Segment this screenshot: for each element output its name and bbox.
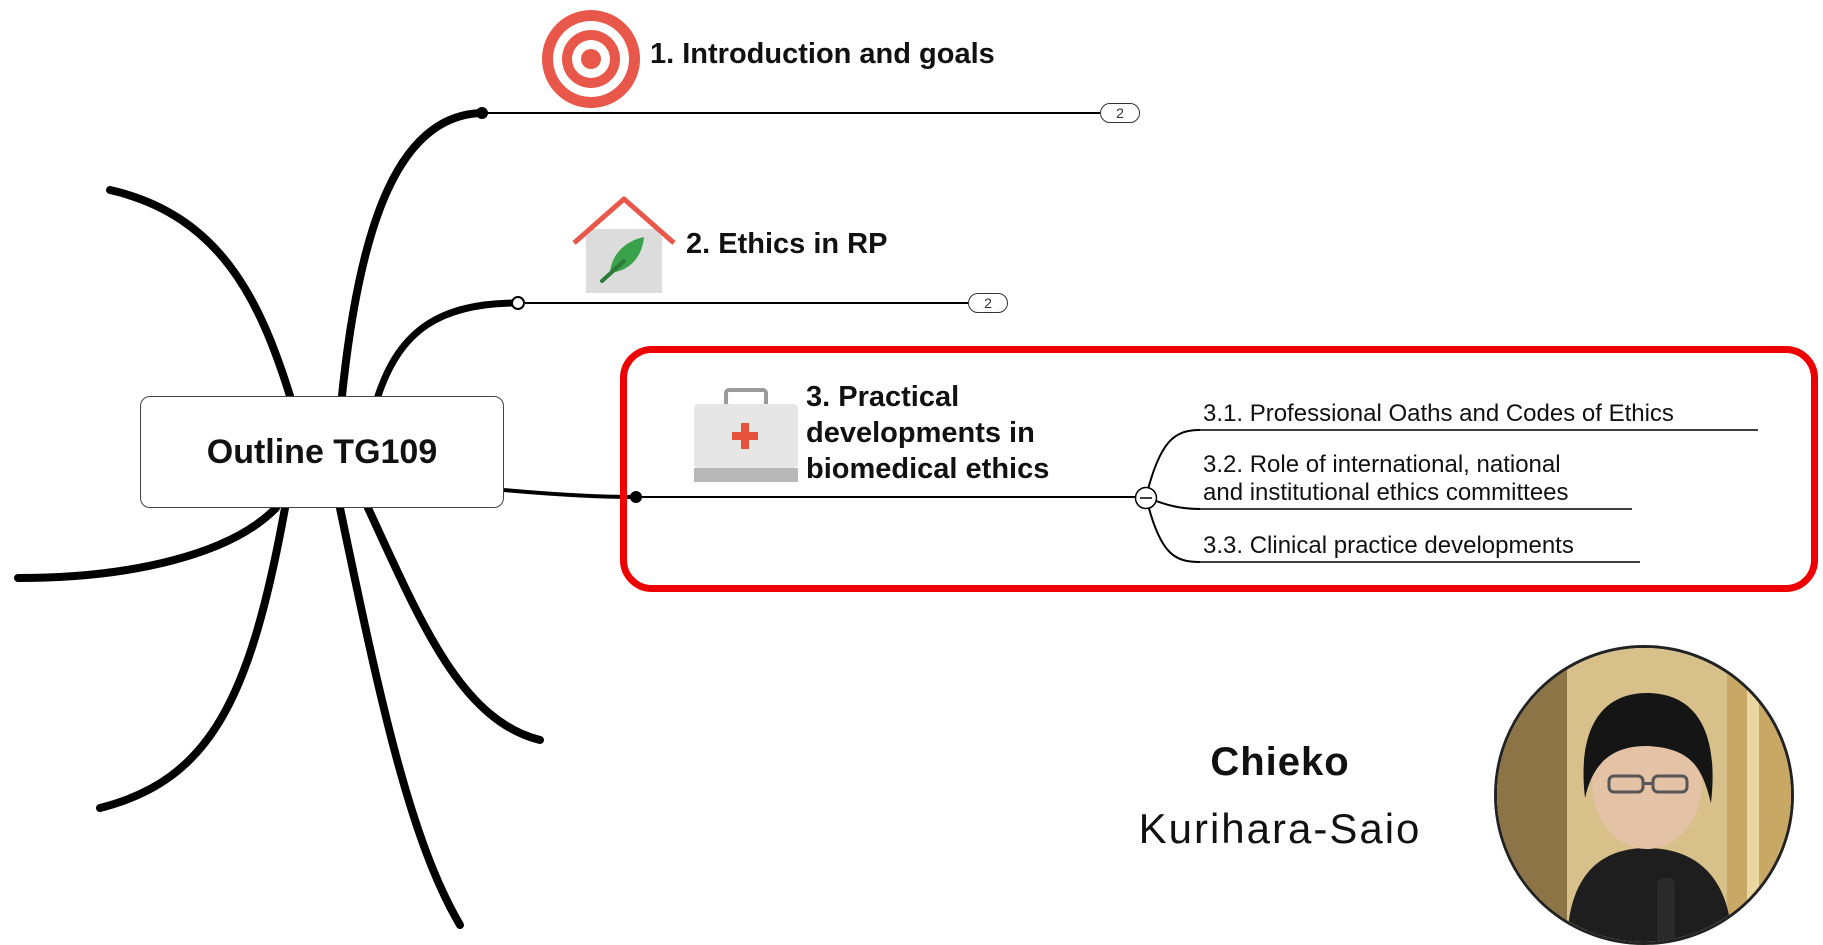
subtopic-3-1[interactable]: 3.1. Professional Oaths and Codes of Eth…: [1203, 400, 1674, 428]
left-branch-lower: [96, 504, 289, 812]
speaker-first-name: Chieko: [1210, 740, 1350, 784]
topic-3-joint: [630, 491, 642, 503]
branch-topic-1: [338, 109, 486, 400]
branch-topic-2: [374, 299, 522, 400]
sub-connector-3: [1145, 496, 1201, 563]
subtopic-3-3[interactable]: 3.3. Clinical practice developments: [1203, 532, 1574, 560]
topic-2-title[interactable]: 2. Ethics in RP: [686, 228, 888, 260]
subtopic-line: 3.3. Clinical practice developments: [1203, 532, 1574, 559]
target-icon: [542, 10, 640, 108]
topic-1-title[interactable]: 1. Introduction and goals: [650, 38, 995, 70]
right-branch-lower-1: [364, 504, 544, 744]
subtopic-line: 3.1. Professional Oaths and Codes of Eth…: [1203, 400, 1674, 427]
subtopic-line: 3.2. Role of international, national: [1203, 451, 1561, 478]
subtopic-line: and institutional ethics committees: [1203, 479, 1569, 506]
subtopic-3-2[interactable]: 3.2. Role of international, national and…: [1203, 451, 1569, 507]
root-label: Outline TG109: [206, 432, 438, 471]
topic-2-joint: [511, 296, 525, 310]
sub-connector-1: [1145, 429, 1201, 498]
branch-topic-3: [503, 488, 637, 499]
topic-2-collapsed-count[interactable]: 2: [968, 293, 1008, 313]
left-branch-upper: [106, 186, 294, 400]
topic-1-joint: [476, 107, 488, 119]
speaker-last-name: Kurihara-Saio: [1138, 805, 1422, 852]
right-branch-lower-2: [336, 504, 464, 929]
first-aid-kit-icon: [694, 388, 798, 482]
topic-1-collapsed-count[interactable]: 2: [1100, 103, 1140, 123]
collapse-toggle-icon[interactable]: [1134, 486, 1158, 510]
topic-3-title-line: biomedical ethics: [806, 453, 1050, 485]
topic-3-title[interactable]: 3. Practical developments in biomedical …: [806, 379, 1049, 487]
house-leaf-icon: [572, 196, 676, 293]
speaker-photo: [1494, 645, 1794, 945]
left-branch-mid: [14, 504, 280, 582]
topic-3-title-line: 3. Practical: [806, 381, 960, 413]
highlight-frame: [620, 346, 1818, 592]
root-node[interactable]: Outline TG109: [140, 396, 504, 508]
topic-3-title-line: developments in: [806, 417, 1035, 449]
